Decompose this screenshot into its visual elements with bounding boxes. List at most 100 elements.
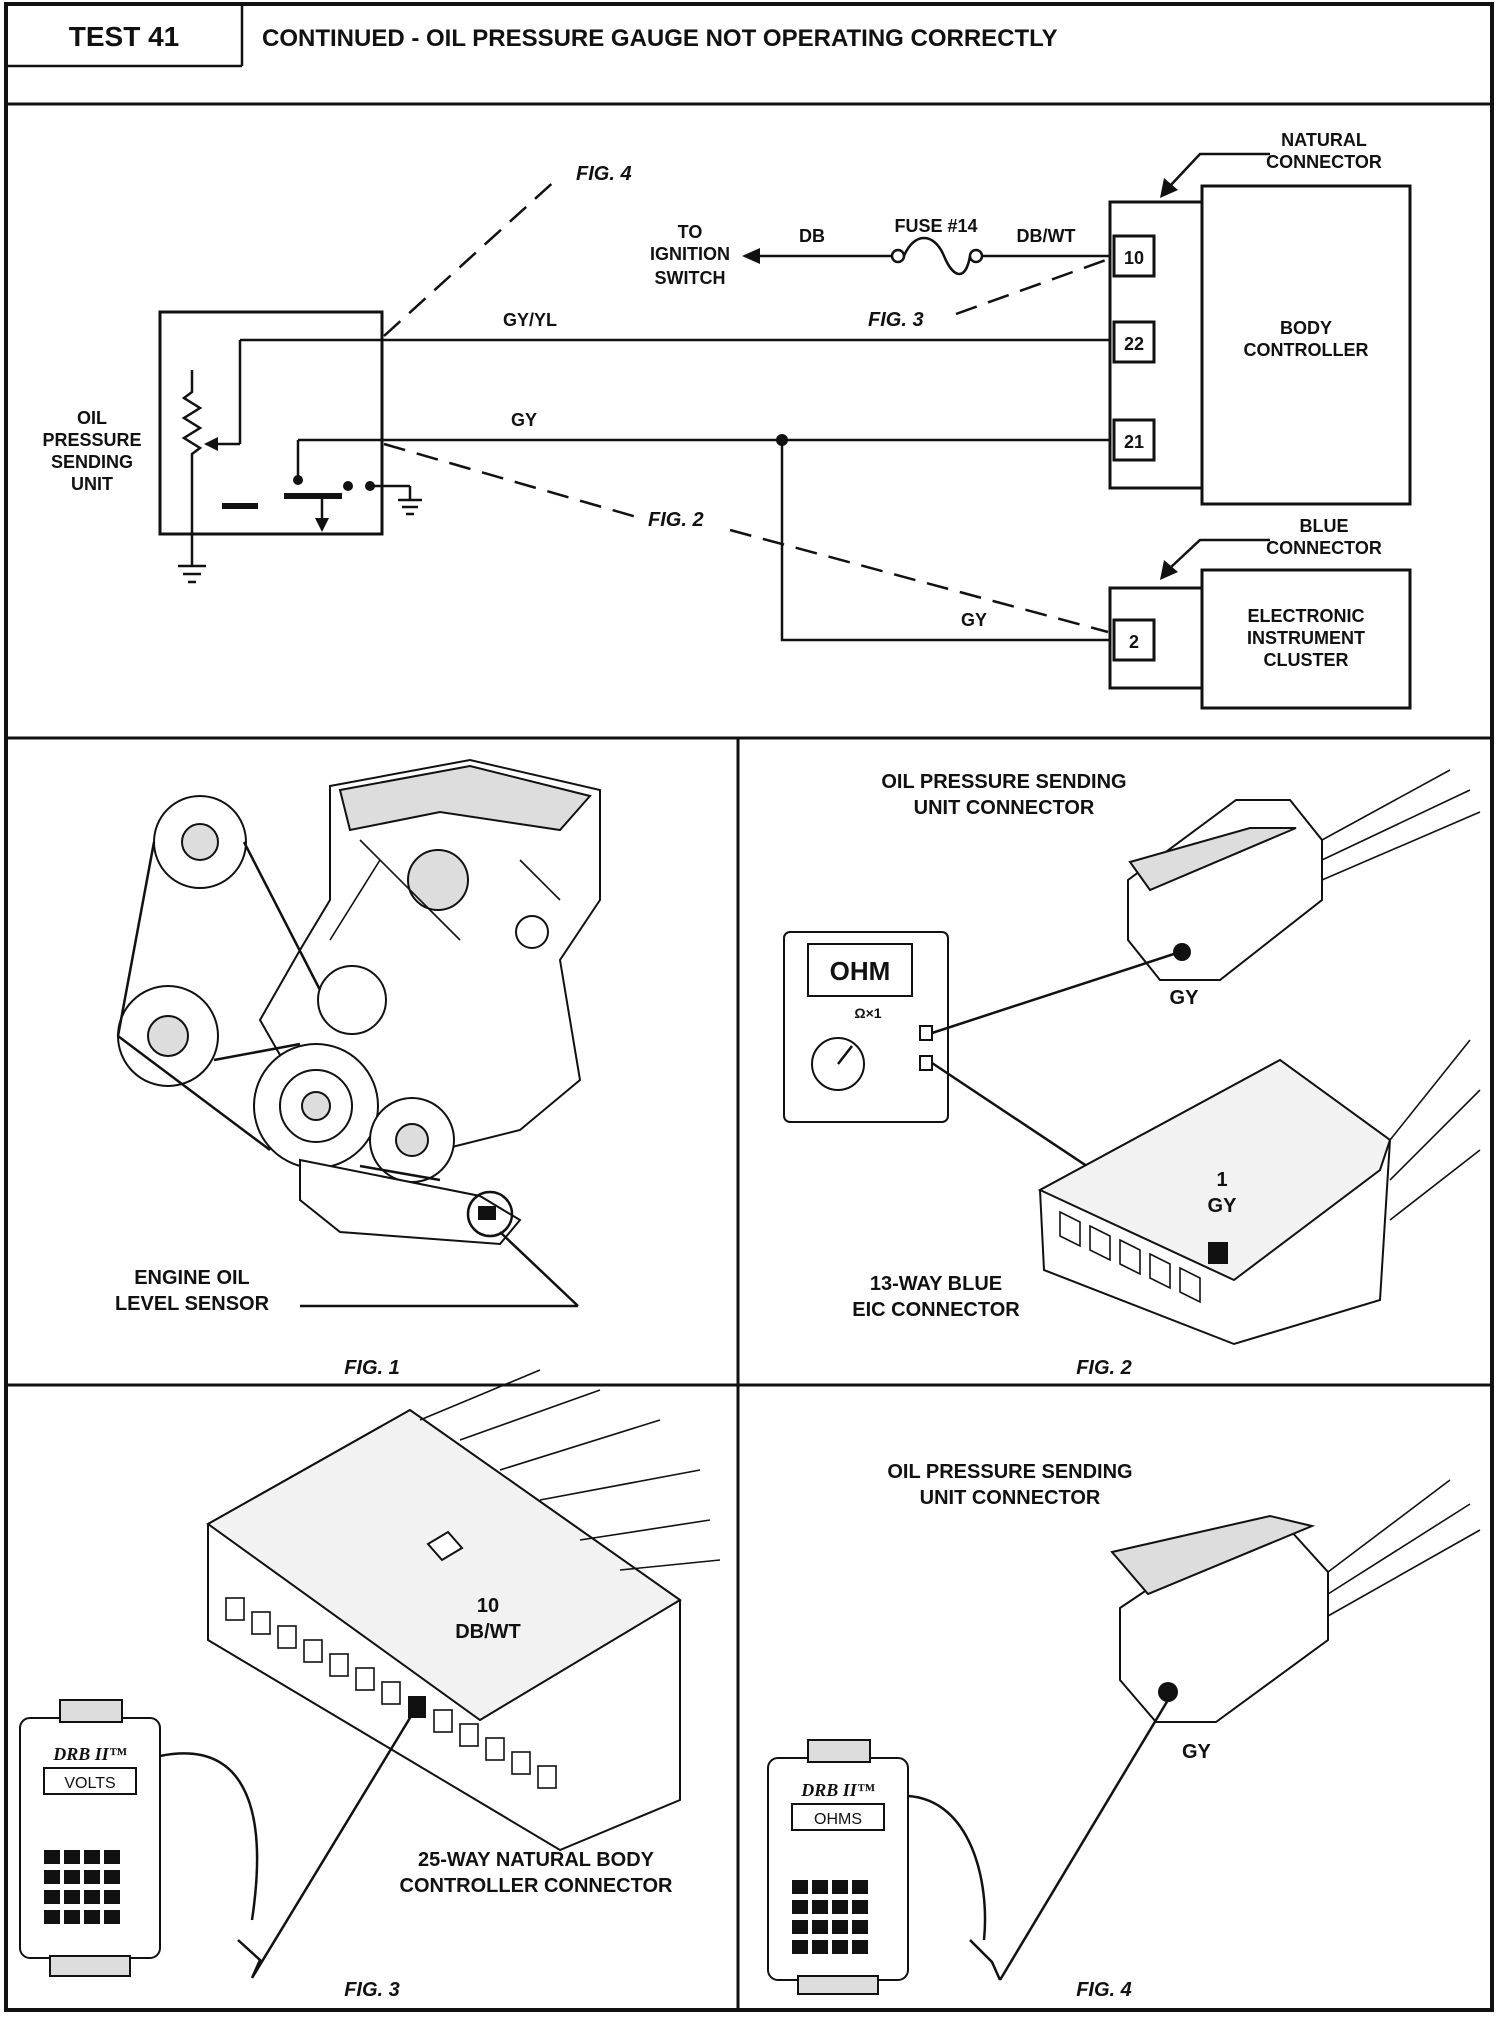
fig3-illustration: 10 DB/WT 25-WAY NATURAL BODY CONTROLLER …	[19, 1369, 721, 2001]
fig2-caption: FIG. 2	[1076, 1357, 1132, 1379]
fig2-meter-scale: Ω×1	[854, 1005, 881, 1021]
fig4-gy-terminal	[1158, 1682, 1178, 1702]
pin-22-label: 22	[1124, 334, 1144, 354]
variable-resistor	[181, 370, 203, 566]
fig4-illustration: OIL PRESSURE SENDING UNIT CONNECTOR GY D…	[767, 1461, 1481, 2001]
wire-db-label: DB	[799, 226, 825, 246]
drive-belt	[116, 841, 441, 1182]
page-title: CONTINUED - OIL PRESSURE GAUGE NOT OPERA…	[262, 25, 1058, 52]
ignition-label-2: IGNITION	[650, 244, 730, 264]
distributor-cap	[407, 849, 469, 911]
fig3-tool-display	[43, 1767, 137, 1795]
sending-unit-label-2: PRESSURE	[42, 430, 141, 450]
fig4-top-label-2: UNIT CONNECTOR	[920, 1487, 1101, 1509]
sending-unit-label-4: UNIT	[71, 474, 113, 494]
fig1-label-1: ENGINE OIL	[134, 1267, 250, 1289]
fig3-tool-brand: DRB II™	[52, 1744, 128, 1764]
fuse-label: FUSE #14	[894, 216, 977, 236]
natural-pointer-arrow	[1160, 178, 1178, 198]
fig3-cavity-row	[225, 1597, 557, 1789]
pin-10-label: 10	[1124, 248, 1144, 268]
fig3-probe	[237, 1707, 418, 1979]
body-controller-label-1: BODY	[1280, 318, 1332, 338]
oil-pan	[299, 1158, 522, 1246]
fig4-tool-display-text: OHMS	[814, 1811, 862, 1828]
fig2-reference-line-b	[729, 528, 1109, 634]
pin-21-box	[1112, 418, 1156, 462]
natural-connector-pointer	[1169, 152, 1270, 187]
blue-pointer-arrow	[1160, 560, 1178, 580]
switch-terminal-2	[343, 481, 353, 491]
fig2-pin-wire: GY	[1208, 1195, 1238, 1217]
test-number: TEST 41	[69, 21, 179, 52]
cluster-box	[1200, 568, 1412, 710]
fig3-pin-label: 10	[477, 1595, 499, 1617]
fig2-pin-1-cavity	[1208, 1242, 1228, 1264]
fig4-top-label-1: OIL PRESSURE SENDING	[887, 1461, 1132, 1483]
natural-connector-label-1: NATURAL	[1281, 130, 1367, 150]
body-controller-box	[1200, 184, 1412, 506]
ground-symbol-switch	[398, 486, 422, 516]
oil-level-sensor-highlight	[466, 1190, 514, 1238]
fig4-tool-display	[791, 1803, 885, 1831]
sensor-leader-2	[499, 1231, 579, 1307]
fig3-label-2: CONTROLLER CONNECTOR	[400, 1875, 674, 1897]
ignition-label-1: TO	[678, 222, 703, 242]
fig2-illustration: OIL PRESSURE SENDING UNIT CONNECTOR GY O…	[783, 769, 1481, 1379]
fig4-reference-line	[383, 177, 559, 337]
fig3-tool-display-text: VOLTS	[64, 1775, 115, 1792]
ignition-label-3: SWITCH	[655, 268, 726, 288]
fig4-gy-label: GY	[1182, 1741, 1212, 1763]
fig1-engine-illustration: ENGINE OIL LEVEL SENSOR FIG. 1	[115, 758, 601, 1379]
fig3-reference-line	[955, 258, 1107, 316]
ground-symbol-unit	[178, 564, 206, 584]
pin-2-box	[1112, 618, 1156, 662]
water-pump-pulley	[317, 965, 387, 1035]
switch-arrow	[315, 518, 329, 532]
body-controller-label-2: CONTROLLER	[1244, 340, 1369, 360]
pin-2-label: 2	[1129, 632, 1139, 652]
fig2-gy-terminal	[1173, 943, 1191, 961]
outer-frame	[4, 2, 1494, 2012]
wire-gy-branch	[780, 440, 1110, 642]
sending-unit-label-3: SENDING	[51, 452, 133, 472]
fig2-bottom-label-1: 13-WAY BLUE	[870, 1273, 1002, 1295]
fig3-tab	[426, 1530, 464, 1562]
fig2-sending-connector	[1127, 799, 1323, 981]
fuse-symbol	[890, 236, 984, 276]
fig3-pin-wire: DB/WT	[455, 1621, 521, 1643]
fig4-probe	[969, 1699, 1170, 1981]
fig1-label-2: LEVEL SENSOR	[115, 1293, 270, 1315]
ignition-arrow	[742, 248, 760, 264]
blue-connector-label-1: BLUE	[1300, 516, 1349, 536]
blue-connector-label-2: CONNECTOR	[1266, 538, 1382, 558]
sending-unit-box	[158, 310, 384, 536]
cluster-label-1: ELECTRONIC	[1248, 606, 1365, 626]
fig1-caption: FIG. 1	[344, 1357, 400, 1379]
wiper-arrow	[204, 437, 218, 451]
fig3-keypad	[44, 1850, 120, 1924]
natural-connector-label-2: CONNECTOR	[1266, 152, 1382, 172]
cluster-label-3: CLUSTER	[1264, 650, 1349, 670]
fig2-pin-label: 1	[1216, 1169, 1227, 1191]
fig4-reference-label: FIG. 4	[576, 163, 632, 185]
fig2-probe-wire-1	[931, 950, 1181, 1035]
pin-21-label: 21	[1124, 432, 1144, 452]
fig2-top-label-1: OIL PRESSURE SENDING	[881, 771, 1126, 793]
fig2-gy-label: GY	[1170, 987, 1200, 1009]
pin-22-box	[1112, 320, 1156, 364]
fig4-tool-brand: DRB II™	[800, 1780, 876, 1800]
fig2-bottom-label-2: EIC CONNECTOR	[852, 1299, 1020, 1321]
blue-connector-pointer	[1169, 538, 1270, 569]
valve-cover	[338, 764, 592, 832]
pin-10-box	[1112, 234, 1156, 278]
fig2-top-label-2: UNIT CONNECTOR	[914, 797, 1095, 819]
fig3-caption: FIG. 3	[344, 1979, 400, 2001]
wire-gy-yl-label: GY/YL	[503, 310, 557, 330]
cluster-label-2: INSTRUMENT	[1247, 628, 1365, 648]
fig3-tool-cable	[159, 1752, 259, 1921]
wire-gy-label-top: GY	[511, 410, 537, 430]
fig2-meter-display	[807, 943, 913, 997]
wire-db-wt-label: DB/WT	[1017, 226, 1076, 246]
